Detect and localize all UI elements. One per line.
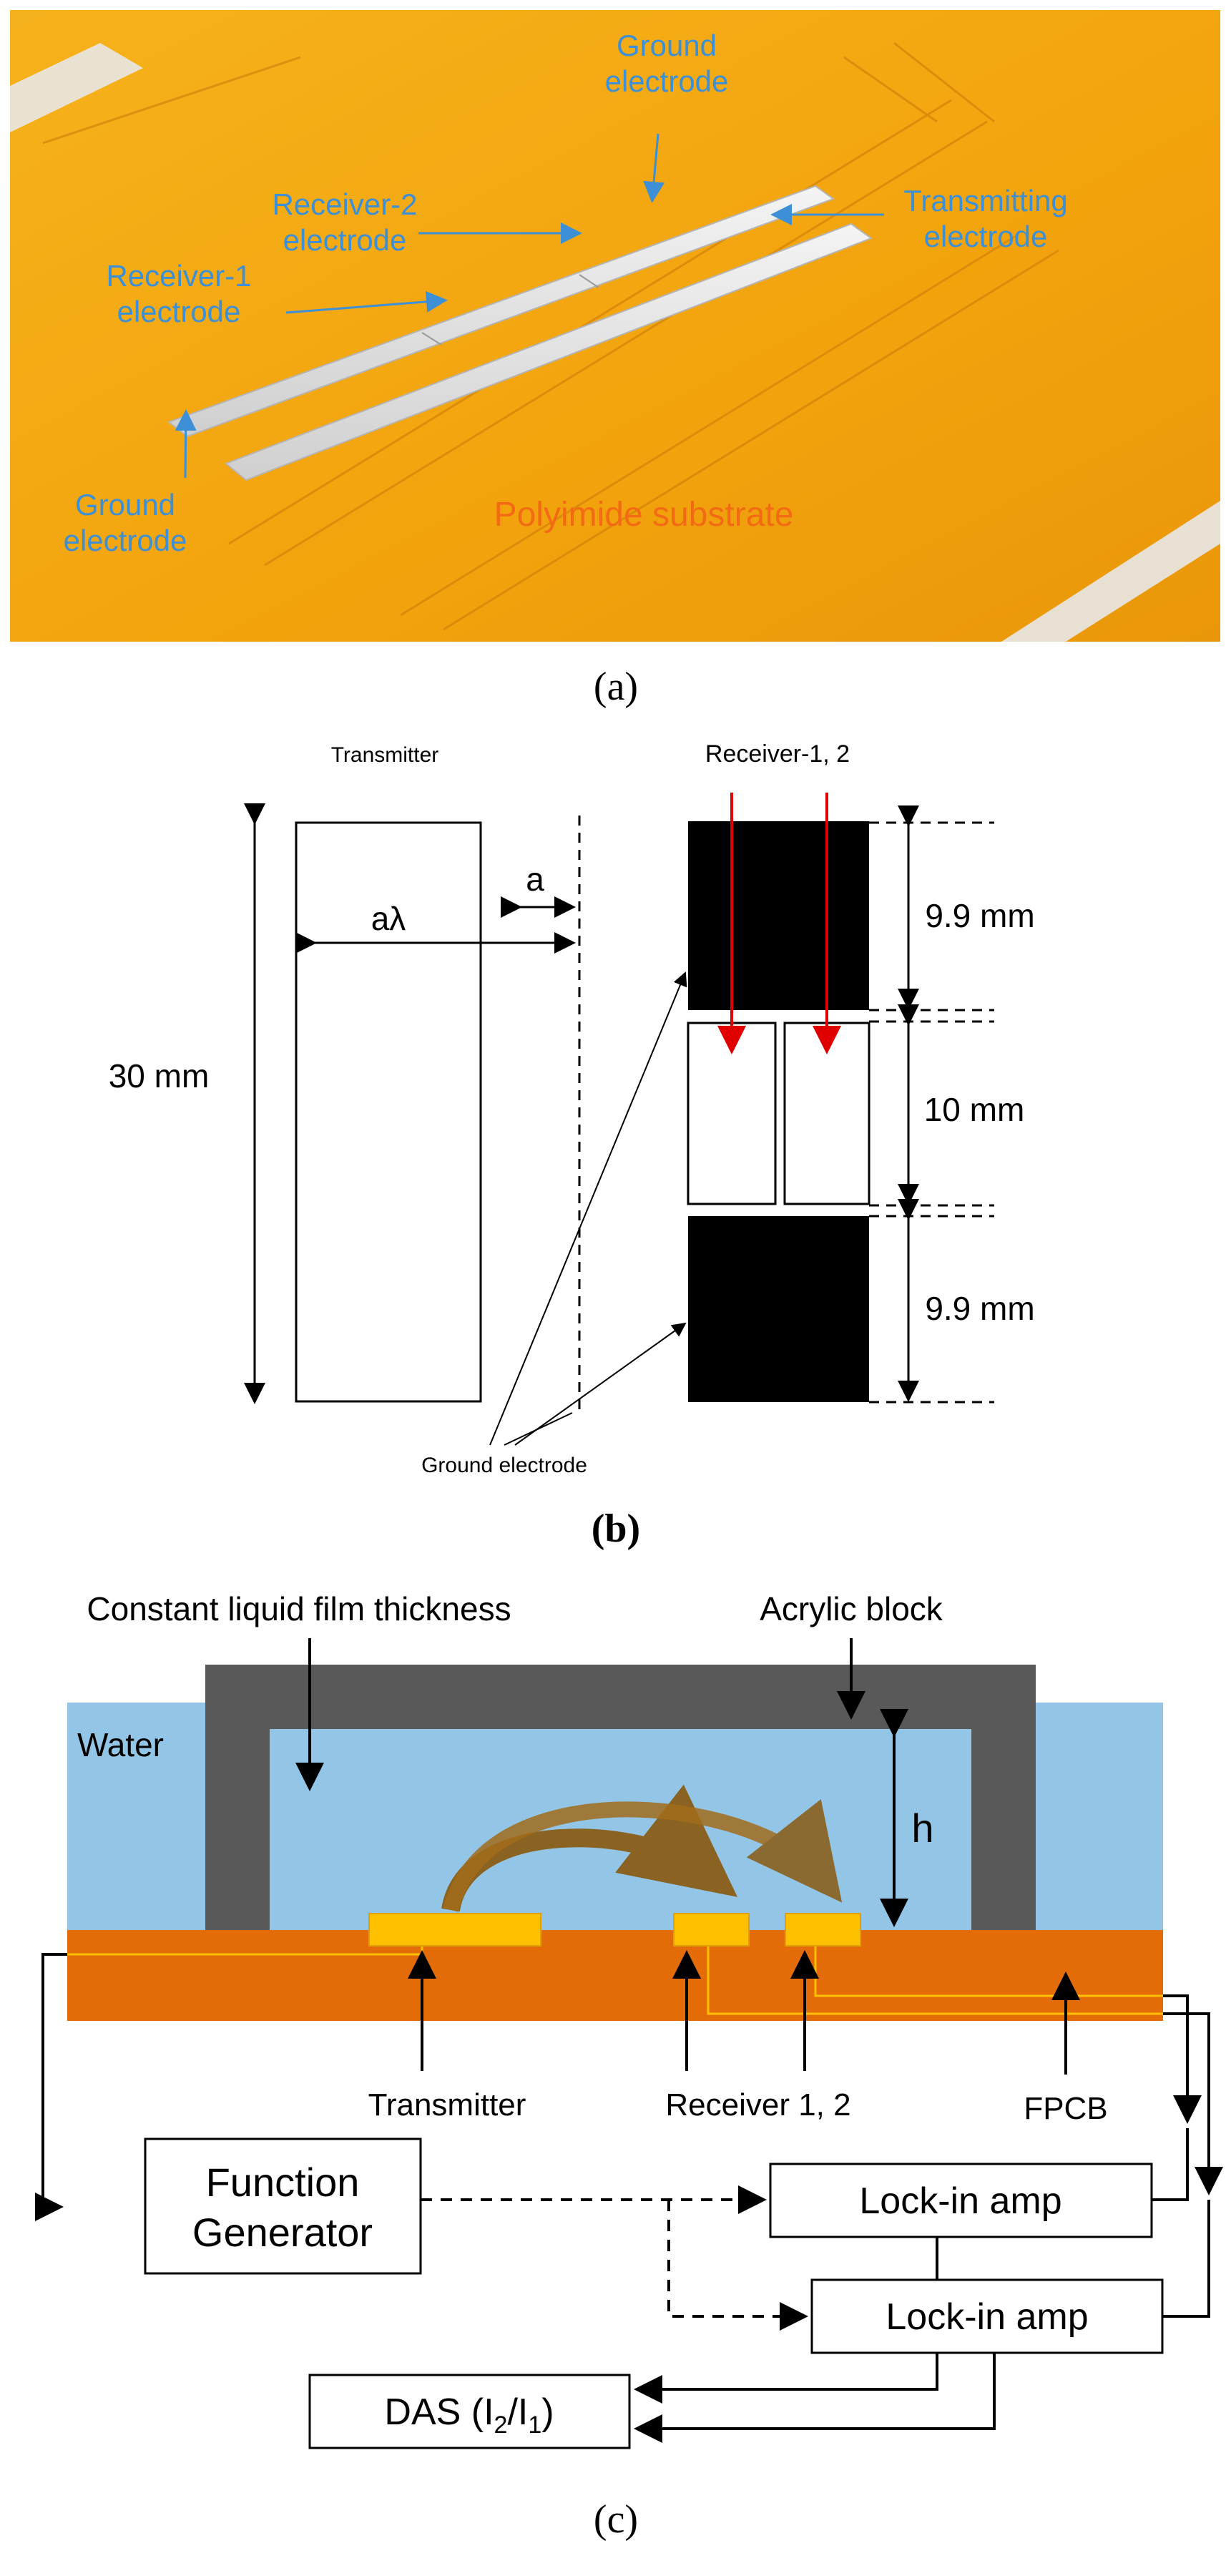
ref-dashed-2 — [667, 2200, 808, 2331]
signal-arrow-2 — [443, 1799, 843, 1912]
transmitting-strip — [225, 222, 873, 481]
lockin-amp-1-label: Lock-in amp — [859, 2180, 1061, 2222]
transmitter-electrode — [295, 821, 482, 1403]
function-generator-label-2: Generator — [192, 2210, 373, 2255]
ground-pointer-3 — [514, 1322, 687, 1446]
film-thickness-label: Constant liquid film thickness — [87, 1590, 511, 1627]
dim-mid-label: 10 mm — [924, 1091, 1025, 1128]
panel-a: Ground electrode Receiver-2 electrode Tr… — [10, 10, 1220, 709]
fpcb-trace-rx1 — [707, 1942, 1163, 2015]
wire-fg-to-fpcb — [35, 1953, 67, 2221]
caption-c: (c) — [594, 2497, 638, 2542]
wire-lockin1-right — [1152, 2128, 1189, 2201]
function-generator-label-1: Function — [206, 2160, 360, 2205]
caption-b: (b) — [592, 1507, 640, 1551]
a-lambda-label: aλ — [371, 900, 406, 937]
dimension-guides — [869, 821, 994, 1404]
length-label: 30 mm — [109, 1057, 210, 1094]
function-generator-box — [144, 2137, 422, 2275]
transmitter-pad — [368, 1913, 541, 1946]
ground-label: Ground electrode — [421, 1454, 587, 1477]
receiver-pad-1 — [673, 1913, 750, 1946]
ground-electrode-bottom — [688, 1216, 869, 1402]
wire-lockin2-right — [1162, 2200, 1210, 2318]
lockin2-to-das-1 — [634, 2353, 938, 2404]
receiver-pad-2 — [785, 1913, 861, 1946]
fpcb — [67, 1930, 1163, 2021]
lockin-amp-2-label: Lock-in amp — [886, 2296, 1088, 2338]
das-label: DAS (I2/I1) — [384, 2391, 554, 2439]
label-ground-bottom-2: electrode — [64, 524, 187, 557]
ground-pointer-1 — [489, 971, 687, 1446]
label-receiver2-1: Receiver-2 — [272, 187, 417, 221]
transmitter-label: Transmitter — [368, 2087, 526, 2122]
label-ground-top-1: Ground — [617, 29, 717, 62]
lockin-amp-2-box — [810, 2278, 1164, 2354]
receiver1-arrow — [285, 290, 448, 314]
dim-top-label: 9.9 mm — [925, 897, 1034, 934]
ground-bottom-arrow — [175, 409, 197, 479]
label-ground-bottom-1: Ground — [75, 488, 175, 521]
water-label: Water — [77, 1726, 164, 1763]
receiver-split-line — [421, 332, 442, 346]
receiver-split-line-2 — [579, 274, 599, 288]
trace-lines — [42, 41, 1059, 631]
acrylic-label: Acrylic block — [760, 1590, 943, 1627]
h-label: h — [911, 1806, 933, 1851]
lockin-amp-1-box — [769, 2163, 1153, 2238]
label-substrate: Polyimide substrate — [494, 496, 794, 534]
ground-electrode-top — [688, 821, 869, 1010]
receiver-label: Receiver 1, 2 — [665, 2087, 850, 2122]
a-label: a — [526, 861, 544, 898]
panel-c: Constant liquid film thickness Acrylic b… — [35, 1590, 1223, 2542]
label-ground-top-2: electrode — [605, 64, 729, 98]
label-receiver1-1: Receiver-1 — [106, 259, 251, 293]
label-transmitting-2: electrode — [924, 220, 1048, 253]
label-receiver2-2: electrode — [283, 223, 407, 257]
lockin2-to-das-2 — [634, 2353, 996, 2443]
dim-bottom-label: 9.9 mm — [925, 1290, 1034, 1327]
transmitter-title: Transmitter — [331, 743, 439, 767]
acrylic-block — [205, 1665, 1036, 1930]
caption-a: (a) — [594, 665, 638, 709]
ground-top-arrow — [643, 133, 665, 203]
corner-electrode-top — [10, 43, 143, 132]
panel-b: Transmitter Receiver-1, 2 30 mm a aλ — [109, 740, 1035, 1551]
corner-electrode-bottom — [1001, 501, 1220, 642]
wire-rx2-out — [1163, 1994, 1189, 2075]
fpcb-label: FPCB — [1024, 2091, 1107, 2126]
das-box — [308, 2374, 631, 2449]
receiver-title: Receiver-1, 2 — [705, 740, 850, 768]
label-receiver1-2: electrode — [117, 295, 241, 328]
label-transmitting-1: Transmitting — [903, 184, 1068, 217]
receiver-ground-strip — [167, 185, 835, 438]
